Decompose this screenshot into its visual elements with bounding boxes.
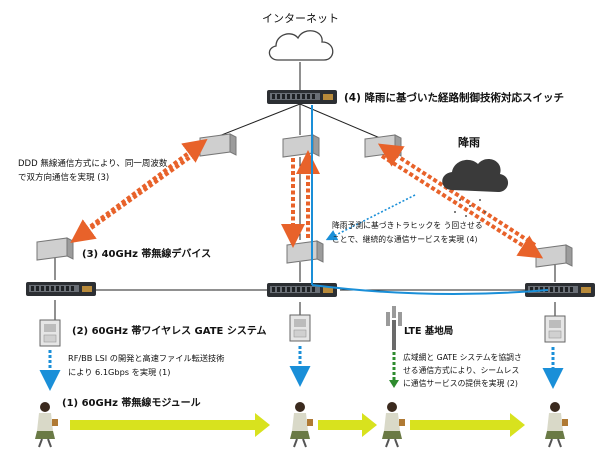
ddd-line2: で双方向通信を実現 (3)	[18, 172, 109, 183]
lte-tower-icon	[386, 306, 402, 350]
person-icon-2	[289, 401, 314, 448]
lte-label: LTE 基地局	[404, 325, 453, 337]
switch-center-icon	[267, 283, 337, 297]
radio-device-top-right-icon	[364, 134, 402, 158]
rain-label: 降雨	[458, 135, 480, 149]
person-icon-4	[544, 401, 569, 448]
radio-device-center-icon	[286, 240, 324, 264]
prediction-arrow	[325, 194, 416, 241]
device40-label: (3) 40GHz 帯無線デバイス	[82, 247, 211, 260]
radio-device-right-icon	[535, 244, 573, 268]
core-switch-icon	[267, 90, 337, 104]
switch-left-icon	[26, 282, 96, 296]
person-icon-3	[381, 401, 406, 448]
person-icon-1	[34, 401, 59, 448]
broad-line3: に通信サービスの提供を実現 (2)	[403, 378, 518, 388]
switch-title: (4) 降雨に基づいた経路制御技術対応スイッチ	[344, 91, 564, 104]
movement-arrows	[70, 413, 525, 437]
radio-device-top-center-icon	[282, 134, 320, 158]
broad-line2: せる通信方式により、シームレス	[403, 365, 519, 375]
gate60-label: (2) 60GHz 帯ワイヤレス GATE システム	[72, 324, 267, 337]
gate-kiosk-left-icon	[39, 319, 61, 347]
gate-kiosk-center-icon	[289, 314, 311, 342]
wiring	[54, 62, 556, 320]
cloud-icon	[268, 30, 334, 61]
rfbb-line1: RF/BB LSI の開発と高速ファイル転送技術	[68, 353, 224, 363]
module60-label: (1) 60GHz 帯無線モジュール	[62, 396, 201, 409]
rerouted-path	[311, 105, 549, 295]
gate-kiosk-right-icon	[544, 315, 566, 343]
ddd-line1: DDD 無線通信方式により、同一周波数	[18, 158, 168, 169]
rain-pred-line2: ことで、継続的な通信サービスを実現 (4)	[332, 234, 478, 244]
radio-device-left-icon	[36, 237, 74, 261]
broad-line1: 広域網と GATE システムを協調さ	[403, 352, 522, 362]
internet-label: インターネット	[262, 12, 339, 25]
rain-pred-line1: 降雨予測に基づきトラヒックを う回させる	[332, 220, 483, 230]
rfbb-line2: により 6.1Gbps を実現 (1)	[68, 367, 170, 377]
radio-device-top-left-icon	[199, 133, 237, 157]
wireless-links	[70, 138, 544, 259]
module-links	[39, 346, 564, 391]
rain-cloud-icon	[442, 159, 509, 217]
